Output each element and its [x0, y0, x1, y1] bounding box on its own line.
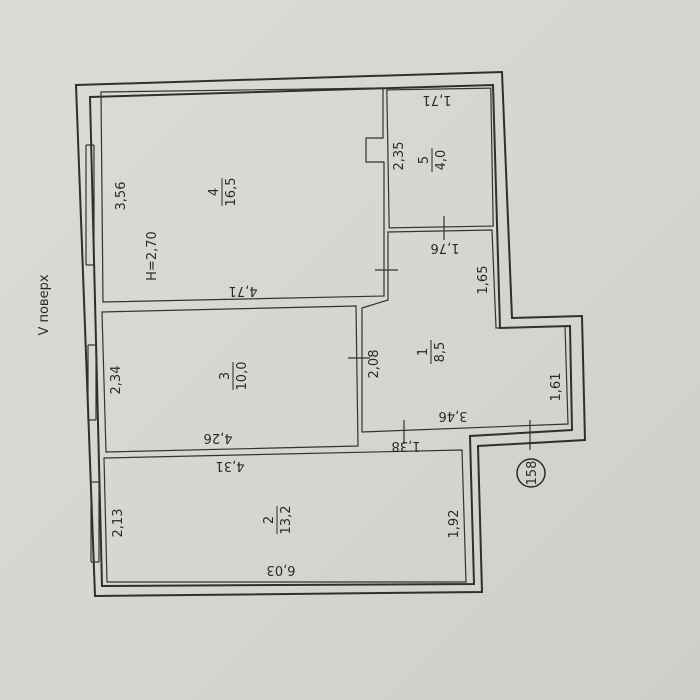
- room-4-number: 4: [207, 188, 222, 196]
- dim-corridor-top: 1,76: [431, 240, 460, 255]
- room-2-outline: [103, 449, 467, 583]
- ceiling-height: Н=2,70: [145, 231, 160, 281]
- floor-label: V поверх: [37, 274, 52, 335]
- room-1-label: 1 8,5: [416, 340, 448, 364]
- room-3-outline: [101, 305, 359, 453]
- window-room2: [90, 481, 100, 563]
- room-3-area: 10,0: [235, 362, 250, 391]
- dim-room5-width: 2,35: [392, 142, 407, 171]
- room-5-label: 5 4,0: [417, 148, 449, 172]
- room-5-number: 5: [417, 156, 432, 164]
- room-1-number: 1: [416, 348, 431, 356]
- room-4-label: 4 16,5: [207, 178, 239, 207]
- room-5-outline: [386, 87, 494, 229]
- dim-room2-top: 4,31: [216, 458, 245, 473]
- dim-door-width: 1,38: [392, 438, 421, 453]
- window-room4: [85, 144, 95, 266]
- dim-corridor-side: 1,65: [476, 266, 491, 295]
- room-4-outline: [100, 87, 385, 303]
- room-2-area: 13,2: [279, 506, 294, 535]
- room-2-label: 2 13,2: [262, 506, 294, 535]
- room-1-area: 8,5: [433, 342, 448, 363]
- room-3-number: 3: [218, 372, 233, 380]
- dim-corridor-width: 2,08: [367, 350, 382, 379]
- room-4-area: 16,5: [224, 178, 239, 207]
- inner-wall-outline: [88, 83, 574, 588]
- room-5-area: 4,0: [434, 150, 449, 171]
- window-room3: [87, 344, 97, 421]
- dim-room2-width: 2,13: [111, 509, 126, 538]
- dim-room2-side: 1,92: [447, 510, 462, 539]
- dim-corridor-length: 3,46: [439, 408, 468, 423]
- outer-wall: [74, 70, 587, 598]
- dim-room3-width: 2,34: [109, 366, 124, 395]
- room-3-label: 3 10,0: [218, 362, 250, 391]
- room-1-outline: [361, 229, 569, 433]
- room-2-number: 2: [262, 516, 277, 524]
- dim-room5-length: 1,71: [423, 92, 452, 107]
- dim-room4-length: 4,71: [229, 283, 258, 298]
- dim-room4-width: 3,56: [114, 182, 129, 211]
- dim-room3-length: 4,26: [204, 430, 233, 445]
- dim-room2-length: 6,03: [267, 562, 296, 577]
- apartment-number-badge: 158: [516, 458, 546, 488]
- dim-corridor-end: 1,61: [549, 373, 564, 402]
- apartment-number: 158: [525, 461, 540, 486]
